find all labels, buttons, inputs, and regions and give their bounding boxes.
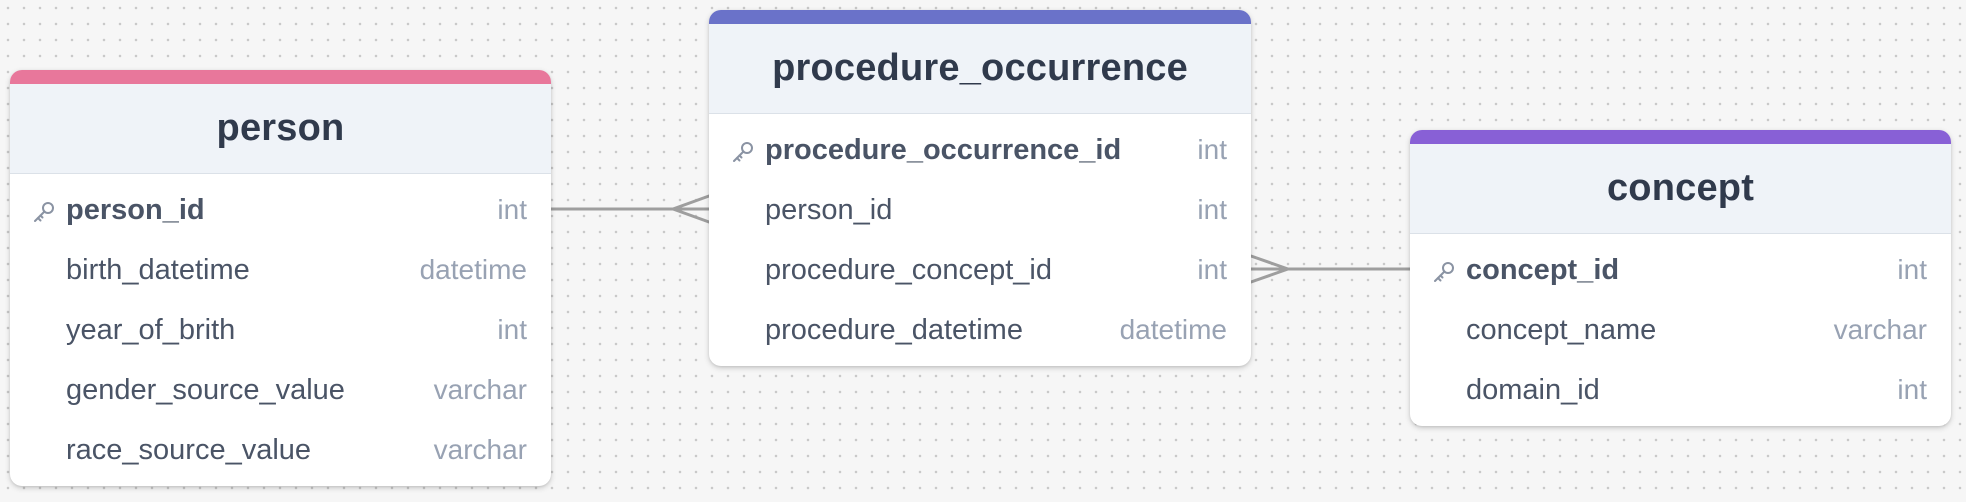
key-icon <box>1434 262 1454 282</box>
column-row[interactable]: domain_id int <box>1410 360 1951 420</box>
column-row[interactable]: concept_name varchar <box>1410 300 1951 360</box>
column-type: int <box>1897 374 1927 405</box>
header-accent-bar <box>1410 130 1951 144</box>
table-header[interactable]: person <box>10 70 551 174</box>
column-type: varchar <box>433 434 527 465</box>
header-accent-bar <box>709 10 1251 24</box>
column-row[interactable]: concept_id int <box>1410 240 1951 300</box>
column-name: procedure_concept_id <box>765 253 1052 286</box>
column-type: varchar <box>433 374 527 405</box>
column-type: int <box>1197 254 1227 285</box>
column-name: procedure_occurrence_id <box>765 133 1122 166</box>
column-name: person_id <box>66 193 205 226</box>
column-type: int <box>497 194 527 225</box>
column-name: concept_id <box>1466 253 1620 286</box>
table-concept[interactable]: concept concept_id int concept_name varc… <box>1410 130 1951 426</box>
column-row[interactable]: procedure_concept_id int <box>709 240 1251 300</box>
column-name: concept_name <box>1466 313 1657 346</box>
column-name: gender_source_value <box>66 373 345 406</box>
table-title: concept <box>1606 167 1755 209</box>
column-name: year_of_brith <box>66 313 236 346</box>
table-title: procedure_occurrence <box>772 47 1188 89</box>
table-header[interactable]: procedure_occurrence <box>709 10 1251 114</box>
column-list: person_id int birth_datetime datetime ye… <box>10 174 551 480</box>
edge-person-to-procedure[interactable] <box>549 194 711 224</box>
table-procedure-occurrence[interactable]: procedure_occurrence procedure_occurrenc… <box>709 10 1251 366</box>
column-type: int <box>1197 194 1227 225</box>
key-icon <box>733 142 753 162</box>
crows-foot-lower <box>1249 267 1290 284</box>
table-person[interactable]: person person_id int birth_datetime date… <box>10 70 551 486</box>
edge-procedure-to-concept[interactable] <box>1249 254 1412 284</box>
column-row[interactable]: gender_source_value varchar <box>10 360 551 420</box>
column-list: procedure_occurrence_id int person_id in… <box>709 114 1251 360</box>
table-title: person <box>216 107 345 149</box>
column-name: procedure_datetime <box>765 313 1023 346</box>
key-icon <box>34 202 54 222</box>
column-row[interactable]: birth_datetime datetime <box>10 240 551 300</box>
column-name: person_id <box>765 193 893 226</box>
column-list: concept_id int concept_name varchar doma… <box>1410 234 1951 420</box>
column-type: datetime <box>1119 314 1227 345</box>
column-name: domain_id <box>1466 373 1600 406</box>
column-name: race_source_value <box>66 433 312 466</box>
column-row[interactable]: year_of_brith int <box>10 300 551 360</box>
crows-foot-upper <box>1249 254 1290 271</box>
column-row[interactable]: procedure_occurrence_id int <box>709 120 1251 180</box>
crows-foot-upper <box>671 194 711 211</box>
column-type: int <box>1897 254 1927 285</box>
header-accent-bar <box>10 70 551 84</box>
table-header[interactable]: concept <box>1410 130 1951 234</box>
column-row[interactable]: person_id int <box>709 180 1251 240</box>
column-name: birth_datetime <box>66 253 250 286</box>
column-type: int <box>1197 134 1227 165</box>
column-row[interactable]: race_source_value varchar <box>10 420 551 480</box>
column-type: datetime <box>419 254 527 285</box>
crows-foot-lower <box>671 207 711 224</box>
column-row[interactable]: procedure_datetime datetime <box>709 300 1251 360</box>
column-row[interactable]: person_id int <box>10 180 551 240</box>
column-type: int <box>497 314 527 345</box>
column-type: varchar <box>1833 314 1927 345</box>
